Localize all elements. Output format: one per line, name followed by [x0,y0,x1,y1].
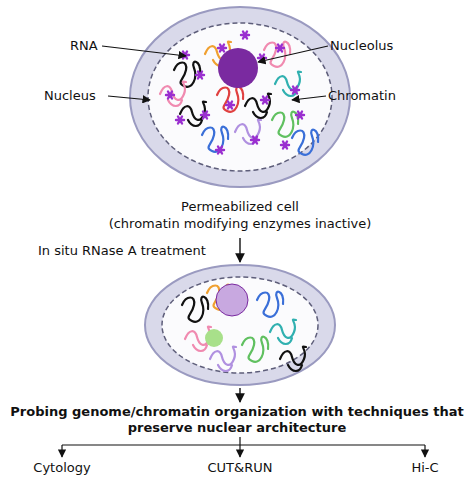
step-arrow [239,388,240,402]
callout-label: Nucleus [44,88,114,104]
technique-label: Hi-C [375,460,474,476]
step-arrow [239,238,240,262]
leader-line [102,46,186,56]
stage-caption: (chromatin modifying enzymes inactive) [40,216,440,232]
technique-label: CUT&RUN [180,460,300,476]
rnase-treated-cell [145,265,335,385]
method-heading: Probing genome/chromatin organization wi… [4,404,470,436]
callout-label: Nucleolus [330,38,450,54]
leader-line [108,96,150,100]
callout-label: Chromatin [328,88,448,104]
leader-line [258,46,328,62]
leader-line [292,96,326,100]
step-label: In situ RNase A treatment [38,243,228,259]
permeabilized-cell [130,7,350,187]
branch-lines [62,437,425,457]
technique-label: Cytology [12,460,112,476]
callout-label: RNA [70,38,130,54]
stage-caption: Permeabilized cell [90,199,390,215]
